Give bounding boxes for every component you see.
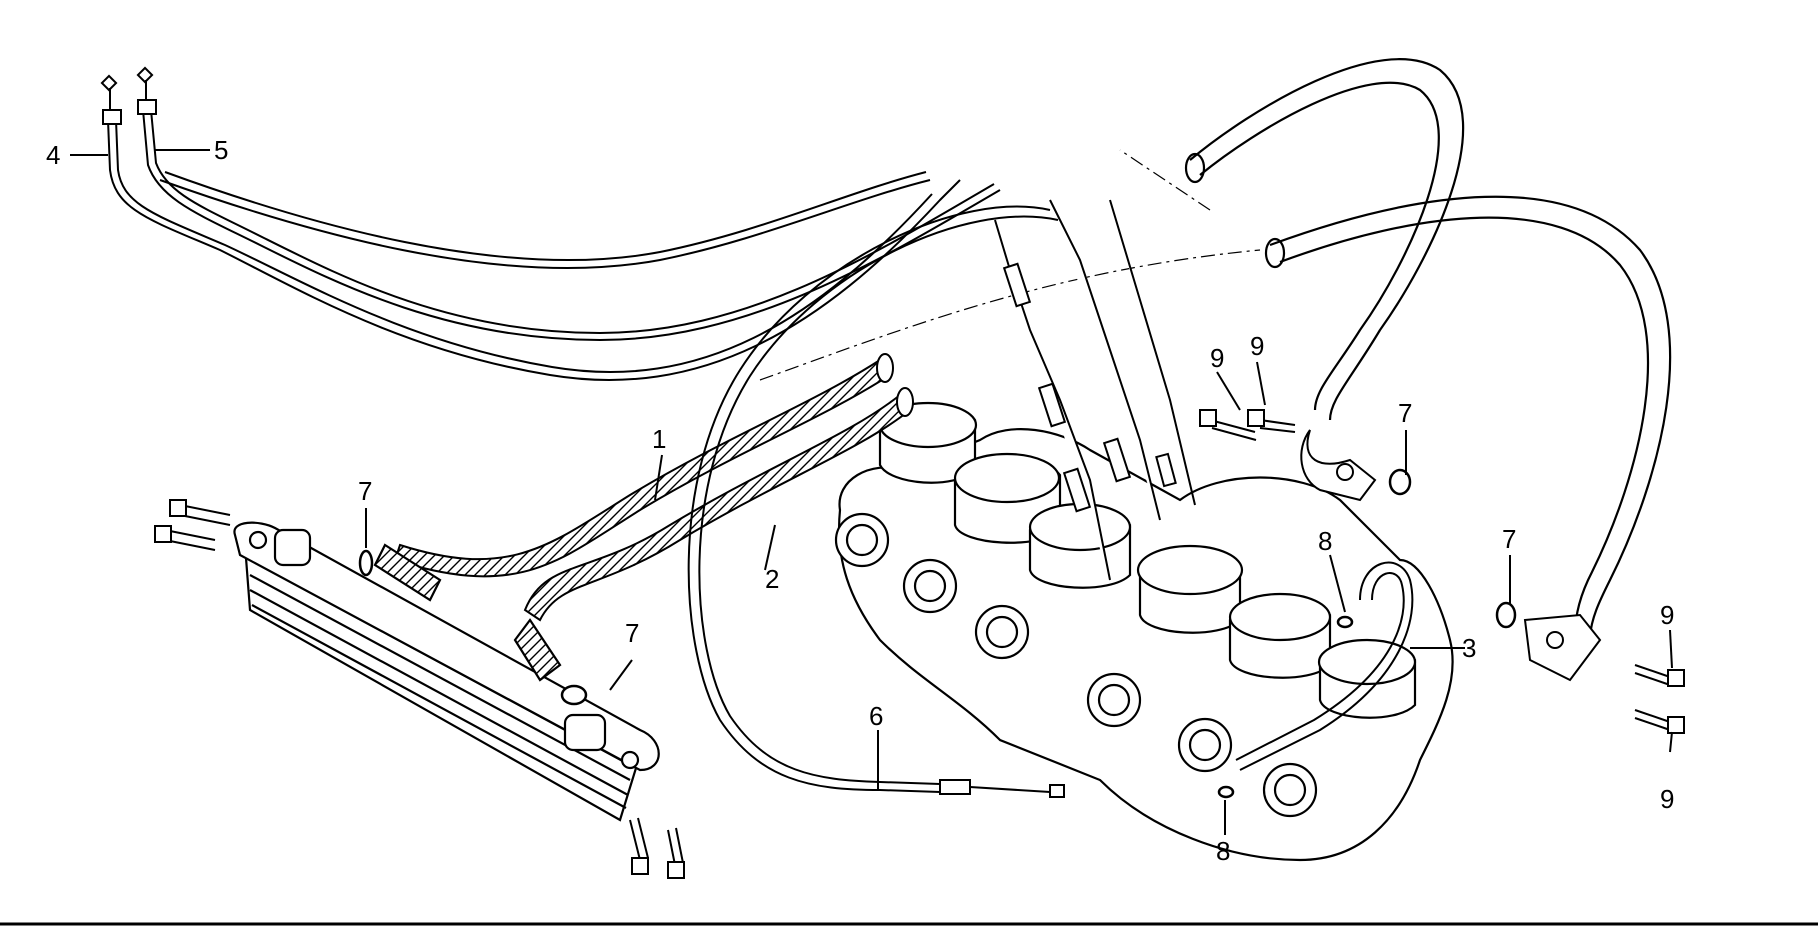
callout-7-cooler-right: 7 — [625, 618, 639, 648]
cable-ends — [100, 66, 157, 125]
oil-cooler — [233, 521, 660, 822]
callout-8-lower: 8 — [1216, 836, 1230, 866]
callout-7-cooler-left: 7 — [358, 476, 372, 506]
callout-6: 6 — [869, 701, 883, 731]
o-rings — [358, 468, 1517, 799]
callout-9-right-upper: 9 — [1660, 600, 1674, 630]
union-bolts — [1199, 409, 1685, 734]
cable-6 — [687, 205, 1065, 798]
callout-4: 4 — [46, 140, 60, 170]
carb-cable-adjusters — [994, 199, 1196, 581]
engine-block — [834, 401, 1454, 862]
tube-3 — [1235, 561, 1414, 771]
callout-9-left: 9 — [1210, 343, 1224, 373]
callout-8-upper: 8 — [1318, 526, 1332, 556]
leader-lines — [70, 149, 1673, 835]
oil-hoses — [393, 353, 914, 622]
callout-2: 2 — [765, 564, 779, 594]
cooler-bolts — [154, 499, 685, 879]
callout-5: 5 — [214, 135, 228, 165]
cables — [107, 109, 1001, 382]
callout-7-union-upper: 7 — [1398, 398, 1412, 428]
callout-1: 1 — [652, 424, 666, 454]
callout-9-right-lower: 9 — [1660, 784, 1674, 814]
callout-7-union-lower: 7 — [1502, 524, 1516, 554]
callout-3: 3 — [1462, 633, 1476, 663]
breather-hose — [1184, 58, 1672, 641]
engine-outline — [759, 149, 1261, 381]
callout-9-mid: 9 — [1250, 331, 1264, 361]
hose-fittings — [1300, 429, 1602, 682]
callout-labels: 1 2 3 4 5 6 7 7 7 7 8 8 9 9 9 9 — [46, 135, 1674, 866]
